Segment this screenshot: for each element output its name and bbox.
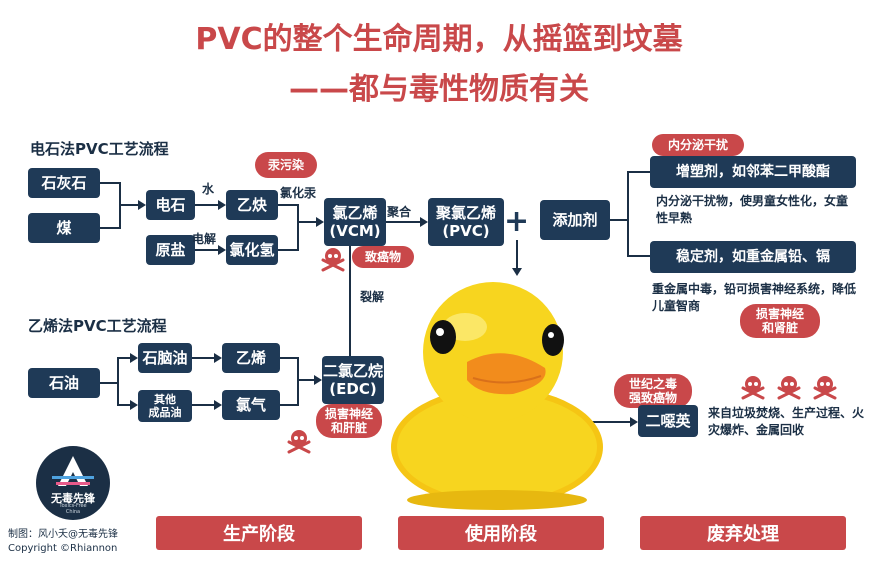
pvc-node: 聚氯乙烯 (PVC) [428, 198, 504, 246]
other-oil-node: 其他 成品油 [138, 390, 192, 422]
stabilizer-node: 稳定剂，如重金属铅、镉 [650, 241, 856, 273]
skull-icon [741, 376, 765, 400]
mercury-chloride-label: 氯化汞 [280, 186, 317, 200]
coal-node: 煤 [28, 213, 100, 243]
edc-node: 二氯乙烷 (EDC) [322, 356, 384, 404]
stage-use: 使用阶段 [398, 516, 604, 550]
limestone-node: 石灰石 [28, 168, 100, 198]
endocrine-badge: 内分泌干扰 [652, 134, 744, 156]
skull-icon [777, 376, 801, 400]
logo-subtext: Toxics-Free China [59, 503, 87, 515]
additive-node: 添加剂 [540, 200, 610, 240]
credit-copyright: Copyright ©Rhiannon [8, 542, 118, 554]
stage-production: 生产阶段 [156, 516, 362, 550]
century-poison-badge: 世纪之毒 强致癌物 [614, 374, 692, 408]
logo-emblem-icon [52, 456, 94, 486]
plasticizer-description: 内分泌干扰物，使男童女性化，女童性早熟 [656, 194, 849, 226]
vcm-node: 氯乙烯 (VCM) [324, 198, 386, 246]
nerve-liver-badge: 损害神经 和肝脏 [316, 404, 382, 438]
naphtha-node: 石脑油 [138, 343, 192, 373]
nerve-kidney-badge: 损害神经 和肾脏 [740, 304, 820, 338]
acetylene-node: 乙炔 [226, 190, 278, 220]
plus-icon: + [504, 204, 530, 239]
credit: 制图：风小夭@无毒先锋 Copyright ©Rhiannon [8, 528, 118, 555]
oil-node: 石油 [28, 368, 100, 398]
stage-disposal: 废弃处理 [640, 516, 846, 550]
main-title: PVC的整个生命周期，从摇篮到坟墓 [195, 22, 683, 57]
skull-icon [287, 430, 311, 454]
carbide-process-heading: 电石法PVC工艺流程 [30, 140, 169, 158]
ethylene-process-heading: 乙烯法PVC工艺流程 [28, 317, 167, 335]
toxics-free-logo: 无毒先锋 Toxics-Free China [36, 446, 110, 520]
dioxin-node: 二噁英 [638, 405, 698, 437]
polymerization-label: 聚合 [387, 205, 412, 219]
mercury-pollution-badge: 汞污染 [255, 152, 317, 178]
water-label: 水 [202, 182, 215, 196]
logo-text: 无毒先锋 [51, 492, 95, 505]
main-subtitle: ——都与毒性物质有关 [289, 72, 589, 107]
dioxin-description: 来自垃圾焚烧、生产过程、火灾爆炸、金属回收 [708, 406, 865, 438]
carcinogen-badge: 致癌物 [352, 246, 414, 268]
skull-icon [321, 248, 345, 272]
salt-node: 原盐 [146, 235, 195, 265]
credit-author: 制图：风小夭@无毒先锋 [8, 529, 118, 540]
skull-icon [813, 376, 837, 400]
chlorine-node: 氯气 [222, 390, 280, 420]
carbide-node: 电石 [146, 190, 195, 220]
stabilizer-description: 重金属中毒，铅可损害神经系统，降低儿童智商 [652, 282, 857, 314]
hcl-node: 氯化氢 [226, 235, 278, 265]
cracking-label: 裂解 [360, 290, 385, 304]
plasticizer-node: 增塑剂，如邻苯二甲酸酯 [650, 156, 856, 188]
rubber-duck-image [391, 282, 603, 510]
electrolysis-label: 电解 [192, 232, 217, 246]
ethylene-node: 乙烯 [222, 343, 280, 373]
